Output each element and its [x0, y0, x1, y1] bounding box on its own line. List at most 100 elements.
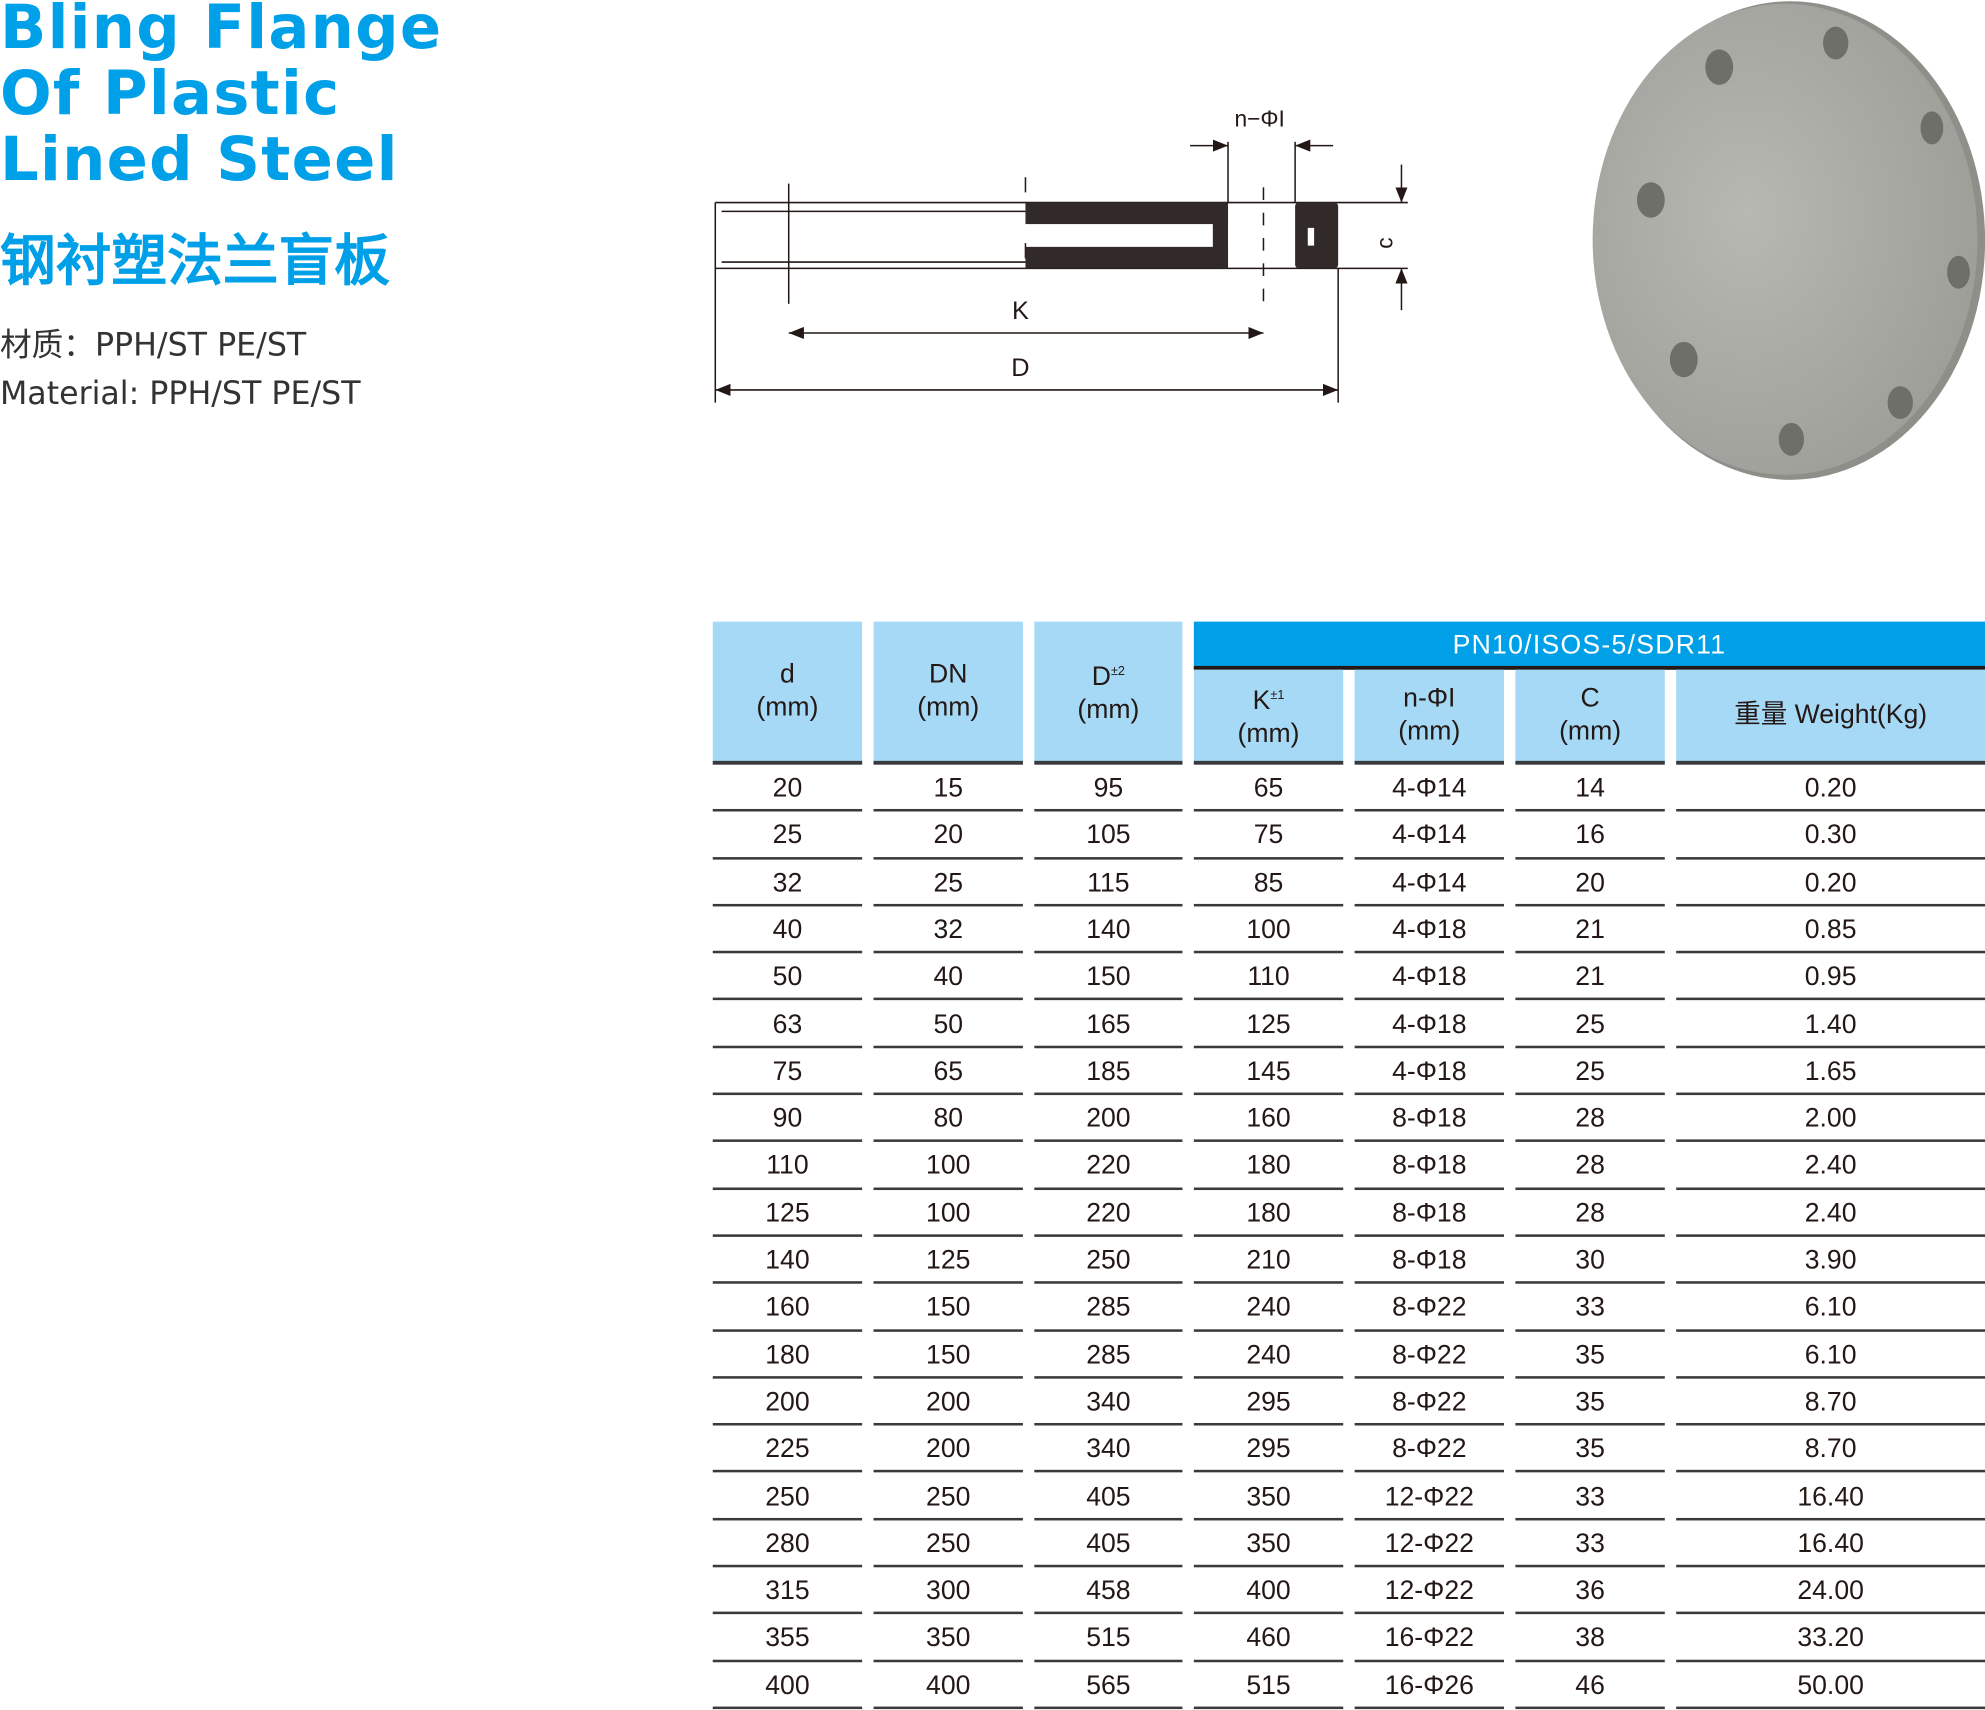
header-unit: (mm) [1077, 695, 1140, 725]
table-cell: 33.20 [1676, 1615, 1985, 1662]
table-cell: 250 [1034, 1237, 1183, 1285]
table-cell: 35 [1515, 1379, 1665, 1426]
flange-diagram: n−ΦI c K D [714, 1, 1985, 480]
table-cell: 220 [1034, 1142, 1183, 1190]
table-cell: 105 [1034, 812, 1183, 860]
table-cell: 16-Φ22 [1354, 1615, 1505, 1662]
table-cell: 8.70 [1676, 1379, 1985, 1426]
table-cell: 25 [1515, 1048, 1665, 1096]
table-cell: 280 [712, 1520, 863, 1568]
table-cell: 250 [873, 1520, 1023, 1568]
table-cell: 20 [1515, 859, 1665, 907]
table-cell: 240 [1193, 1331, 1344, 1379]
table-cell: 4-Φ18 [1354, 906, 1505, 954]
table-cell: 65 [873, 1048, 1023, 1096]
table-cell: 95 [1034, 765, 1183, 812]
table-cell: 4-Φ18 [1354, 1048, 1505, 1096]
material-cn: 材质：PPH/ST PE/ST [0, 326, 307, 364]
table-cell: 240 [1193, 1284, 1344, 1332]
header-unit: (mm) [1559, 716, 1622, 746]
table-cell: 250 [712, 1473, 863, 1521]
header-label: d [780, 659, 795, 689]
table-cell: 165 [1034, 1001, 1183, 1048]
table-cell: 200 [1034, 1095, 1183, 1143]
header-unit: (mm) [756, 692, 819, 722]
table-cell: 6.10 [1676, 1331, 1985, 1379]
table-cell: 350 [1193, 1473, 1344, 1521]
header-unit: (mm) [917, 692, 980, 722]
table-cell: 32 [712, 859, 863, 907]
table-cell: 25 [1515, 1001, 1665, 1048]
table-cell: 0.20 [1676, 859, 1985, 907]
table-cell: 295 [1193, 1426, 1344, 1473]
table-cell: 20 [712, 765, 863, 812]
table-cell: 1.65 [1676, 1048, 1985, 1096]
table-cell: 8.70 [1676, 1426, 1985, 1473]
table-cell: 145 [1193, 1048, 1344, 1096]
table-cell: 160 [1193, 1095, 1344, 1143]
table-cell: 125 [1193, 1001, 1344, 1048]
table-cell: 90 [712, 1095, 863, 1143]
table-cell: 12-Φ22 [1354, 1473, 1505, 1521]
table-cell: 30 [1515, 1237, 1665, 1285]
header-label: n-ΦI [1403, 683, 1456, 713]
table-cell: 20 [873, 812, 1023, 860]
table-cell: 225 [712, 1426, 863, 1473]
flange-photo [1592, 1, 1985, 480]
table-cell: 33 [1515, 1473, 1665, 1521]
table-cell: 65 [1193, 765, 1344, 812]
table-cell: 355 [712, 1615, 863, 1662]
table-cell: 4-Φ14 [1354, 812, 1505, 860]
table-cell: 32 [873, 906, 1023, 954]
table-cell: 2.40 [1676, 1190, 1985, 1237]
table-cell: 21 [1515, 906, 1665, 954]
table-cell: 50 [712, 954, 863, 1001]
column-header: K±1(mm) [1193, 669, 1344, 765]
table-cell: 350 [1193, 1520, 1344, 1568]
table-cell: 4-Φ14 [1354, 859, 1505, 907]
table-cell: 515 [1193, 1662, 1344, 1710]
table-cell: 100 [873, 1190, 1023, 1237]
table-cell: 25 [712, 812, 863, 860]
table-cell: 405 [1034, 1473, 1183, 1521]
table-cell: 28 [1515, 1142, 1665, 1190]
table-cell: 200 [873, 1379, 1023, 1426]
table-cell: 315 [712, 1567, 863, 1615]
table-cell: 400 [1193, 1567, 1344, 1615]
table-cell: 21 [1515, 954, 1665, 1001]
table-cell: 33 [1515, 1520, 1665, 1568]
table-cell: 40 [873, 954, 1023, 1001]
header-label: K [1252, 686, 1271, 716]
table-cell: 110 [1193, 954, 1344, 1001]
table-cell: 14 [1515, 765, 1665, 812]
title-line-1: Bling Flange [0, 0, 443, 64]
label-d: D [1011, 354, 1029, 382]
table-cell: 180 [1193, 1142, 1344, 1190]
table-cell: 0.85 [1676, 906, 1985, 954]
table-cell: 250 [873, 1473, 1023, 1521]
table-cell: 200 [873, 1426, 1023, 1473]
table-cell: 6.10 [1676, 1284, 1985, 1332]
table-cell: 16.40 [1676, 1473, 1985, 1521]
title-chinese: 钢衬塑法兰盲板 [0, 229, 390, 294]
table-cell: 150 [873, 1284, 1023, 1332]
table-cell: 125 [712, 1190, 863, 1237]
column-header: C(mm) [1515, 669, 1665, 765]
header-label: D [1091, 662, 1111, 692]
table-cell: 140 [1034, 906, 1183, 954]
table-cell: 75 [712, 1048, 863, 1096]
table-cell: 4-Φ14 [1354, 765, 1505, 812]
table-cell: 300 [873, 1567, 1023, 1615]
label-hole: n−ΦI [1234, 106, 1284, 132]
